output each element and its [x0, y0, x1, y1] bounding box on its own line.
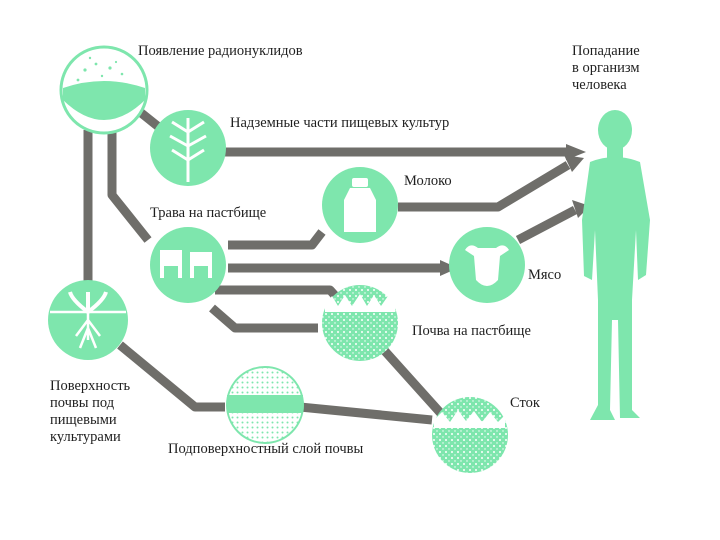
pasture-soil-circle	[322, 285, 398, 361]
label-pasture-grass: Трава на пастбище	[150, 205, 267, 221]
label-surface-soil: Поверхность почвы под пищевыми культурам…	[50, 378, 130, 446]
label-human: Попадание в организм человека	[572, 43, 640, 94]
path-subsurface-to-runoff	[299, 402, 433, 425]
path-meat-to-human	[515, 206, 578, 244]
soil-layer-icon	[227, 395, 303, 413]
pasture-grass-circle	[150, 227, 226, 303]
grass-soil-icon	[325, 294, 395, 312]
cow-head-icon	[465, 245, 509, 286]
label-human-line-1: Попадание	[572, 43, 640, 59]
milk-circle	[322, 167, 398, 243]
arrowhead-grass-meat	[440, 260, 458, 276]
label-pasture-soil: Почва на пастбище	[412, 323, 531, 339]
label-human-line-2: в организм	[572, 60, 640, 76]
fallout-particles-icon	[76, 56, 124, 82]
label-surface-soil-line-2: почвы под	[50, 395, 115, 411]
pathway-bands	[83, 108, 578, 425]
milk-bottle-icon	[344, 178, 376, 232]
arrowhead-milk	[564, 155, 584, 172]
path-grass-to-pasture-soil	[209, 304, 318, 333]
label-radionuclides: Появление радионуклидов	[138, 43, 303, 59]
label-surface-soil-line-3: пищевыми	[50, 412, 117, 428]
path-grass-to-milk	[228, 229, 326, 250]
label-subsurface: Подповерхностный слой почвы	[168, 441, 364, 457]
label-meat: Мясо	[528, 267, 562, 283]
path-source-to-pasture-grass	[107, 130, 152, 243]
grazing-cows-icon	[160, 250, 212, 278]
subsurface-soil-circle	[226, 366, 304, 444]
path-milk-to-human	[398, 161, 571, 212]
arrowhead-crops	[566, 144, 586, 160]
surface-soil-circle	[48, 280, 128, 360]
path-grass-to-runoff	[215, 285, 449, 422]
human-silhouette-icon	[582, 110, 650, 420]
label-crops: Надземные части пищевых культур	[230, 115, 450, 131]
label-surface-soil-line-1: Поверхность	[50, 378, 131, 394]
label-runoff: Сток	[510, 395, 540, 411]
path-surface-to-subsurface	[117, 341, 225, 412]
meat-circle	[449, 227, 525, 303]
crops-circle	[150, 110, 226, 186]
wheat-ear-icon	[169, 118, 207, 182]
runoff-circle	[432, 397, 508, 473]
label-human-line-3: человека	[572, 77, 627, 93]
radionuclides-circle	[59, 45, 149, 135]
runoff-icon	[434, 410, 505, 428]
label-milk: Молоко	[404, 173, 452, 189]
plant-roots-icon	[50, 291, 126, 349]
label-surface-soil-line-4: культурами	[50, 429, 121, 445]
